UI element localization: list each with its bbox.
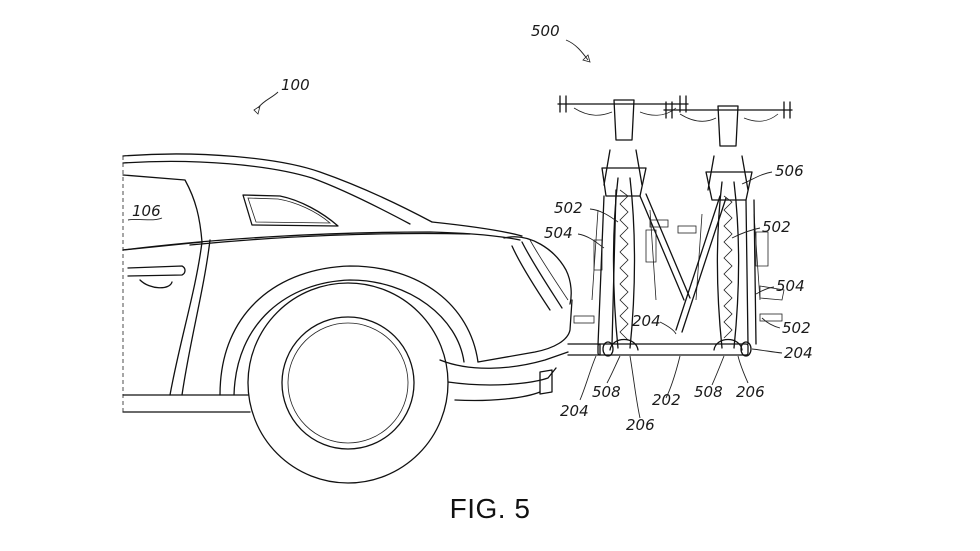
ref-502-right: 502: [762, 218, 791, 236]
ref-502-left: 502: [554, 199, 583, 217]
ref-204-center: 204: [632, 312, 661, 330]
bicycle-left: [557, 95, 691, 351]
ref-508-left: 508: [592, 383, 621, 401]
ref-506: 506: [775, 162, 804, 180]
ref-504-left: 504: [544, 224, 573, 242]
ref-100: 100: [281, 76, 310, 94]
ref-508-right: 508: [694, 383, 723, 401]
ref-202: 202: [652, 391, 681, 409]
leader-lines: [127, 39, 783, 419]
ref-106: 106: [132, 202, 161, 220]
ref-206-right: 206: [736, 383, 765, 401]
figure-caption: FIG. 5: [449, 493, 531, 524]
strap-clips: [573, 219, 783, 324]
ref-504-right: 504: [776, 277, 805, 295]
vehicle-drawing: [122, 153, 573, 484]
ref-206-left: 206: [626, 416, 655, 434]
ref-502-lower: 502: [782, 319, 811, 337]
ref-500: 500: [531, 22, 560, 40]
hitch-rack-bar: [567, 341, 752, 357]
reference-numerals: 100 106 500 502 504 506 502 504 502 204 …: [132, 22, 813, 434]
bicycle-right: [663, 101, 793, 351]
ref-204-left: 204: [560, 402, 589, 420]
ref-204-right: 204: [784, 344, 813, 362]
